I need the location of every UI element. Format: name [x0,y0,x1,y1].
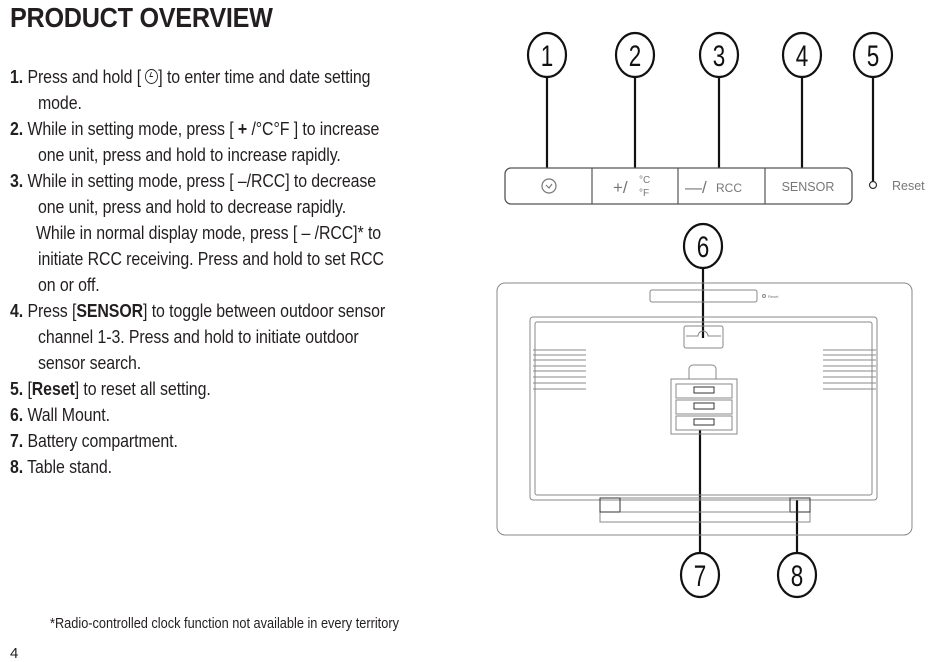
item-text: While in setting mode, press [ –/RCC] to… [27,170,377,191]
callout-4 [781,31,823,79]
reset-label: Reset [892,179,925,193]
item-text: Press and hold [ [27,66,146,87]
callout-number: 6 [697,230,710,264]
top-slot [649,289,758,303]
item-text: Press [ [27,300,77,321]
item-text: ] to enter time and date setting [158,66,371,87]
list-item-5: 5. [Reset] to reset all setting. [10,378,211,400]
vents-left [533,349,586,390]
item-text: While in setting mode, press [ [27,118,238,139]
callout-8 [776,551,818,599]
list-item-8: 8. Table stand. [10,456,112,478]
item-number: 8. [10,456,24,477]
footnote: *Radio-controlled clock function not ava… [50,616,399,632]
item-number: 1. [10,66,24,87]
vents-right [823,349,876,390]
celsius-label: °C [639,175,650,186]
item-text: /°C°F ] to increase [247,118,380,139]
list-item-4: 4. Press [SENSOR] to toggle between outd… [10,300,385,322]
item-text: ] to toggle between outdoor sensor [143,300,386,321]
item-number: 4. [10,300,24,321]
temp-unit-button[interactable]: +/ °C °F [613,175,650,199]
item-text: Wall Mount. [27,404,110,425]
rcc-button[interactable]: —/ RCC [685,178,742,197]
callout-number: 4 [796,39,809,73]
callout-3 [698,31,740,79]
table-stand [599,497,811,523]
callout-1 [526,31,568,79]
clock-icon [145,69,159,84]
item-text: Table stand. [27,456,112,477]
item-text: one unit, press and hold to decrease rap… [38,196,347,217]
callout-circles [526,31,894,599]
item-number: 2. [10,118,24,139]
page-title: PRODUCT OVERVIEW [10,2,273,33]
callout-2 [614,31,656,79]
list-item-2: 2. While in setting mode, press [ + /°C°… [10,118,379,140]
item-bold: SENSOR [76,300,144,321]
item-number: 6. [10,404,24,425]
battery-compartment [670,364,738,435]
button-bar: +/ °C °F —/ RCC SENSOR Reset [504,167,925,205]
callout-number: 3 [713,39,726,73]
callout-number: 5 [867,39,880,73]
item-number: 3. [10,170,24,191]
list-item-1: 1. Press and hold [ ] to enter time and … [10,66,371,88]
item-bold: Reset [31,378,75,399]
item-text: on or off. [38,274,100,295]
rcc-label: RCC [716,181,742,195]
list-item-3: 3. While in setting mode, press [ –/RCC]… [10,170,376,192]
list-item-6: 6. Wall Mount. [10,404,110,426]
callout-lines [545,78,875,553]
clock-button[interactable] [541,178,557,194]
item-text: sensor search. [38,352,142,373]
item-text: Battery compartment. [27,430,178,451]
item-text: mode. [38,92,82,113]
sensor-button[interactable]: SENSOR [782,180,835,194]
reset-button[interactable] [868,180,878,190]
item-text: [ [27,378,32,399]
back-reset-label: Reset [768,294,779,299]
list-item-7: 7. Battery compartment. [10,430,178,452]
callout-number: 2 [629,39,642,73]
fahrenheit-label: °F [639,188,649,199]
callout-6 [682,222,724,270]
item-text: While in normal display mode, press [ – … [36,222,382,243]
callout-number: 1 [541,39,554,73]
wall-mount [683,325,724,349]
clock-icon [541,178,557,194]
callout-number: 7 [694,559,707,593]
item-text: ] to reset all setting. [74,378,211,399]
page-number: 4 [10,645,19,662]
callout-5 [852,31,894,79]
callout-number: 8 [791,559,804,593]
callout-7 [679,551,721,599]
minus-label: —/ [685,178,707,197]
item-text: one unit, press and hold to increase rap… [38,144,341,165]
plus-label: +/ [613,178,628,197]
item-text: channel 1-3. Press and hold to initiate … [38,326,359,347]
item-bold: + [237,118,248,139]
callout-numbers: 1 2 3 4 5 6 7 8 [541,39,880,593]
device-back [496,282,913,536]
item-text: initiate RCC receiving. Press and hold t… [38,248,384,269]
item-number: 5. [10,378,24,399]
item-number: 7. [10,430,24,451]
